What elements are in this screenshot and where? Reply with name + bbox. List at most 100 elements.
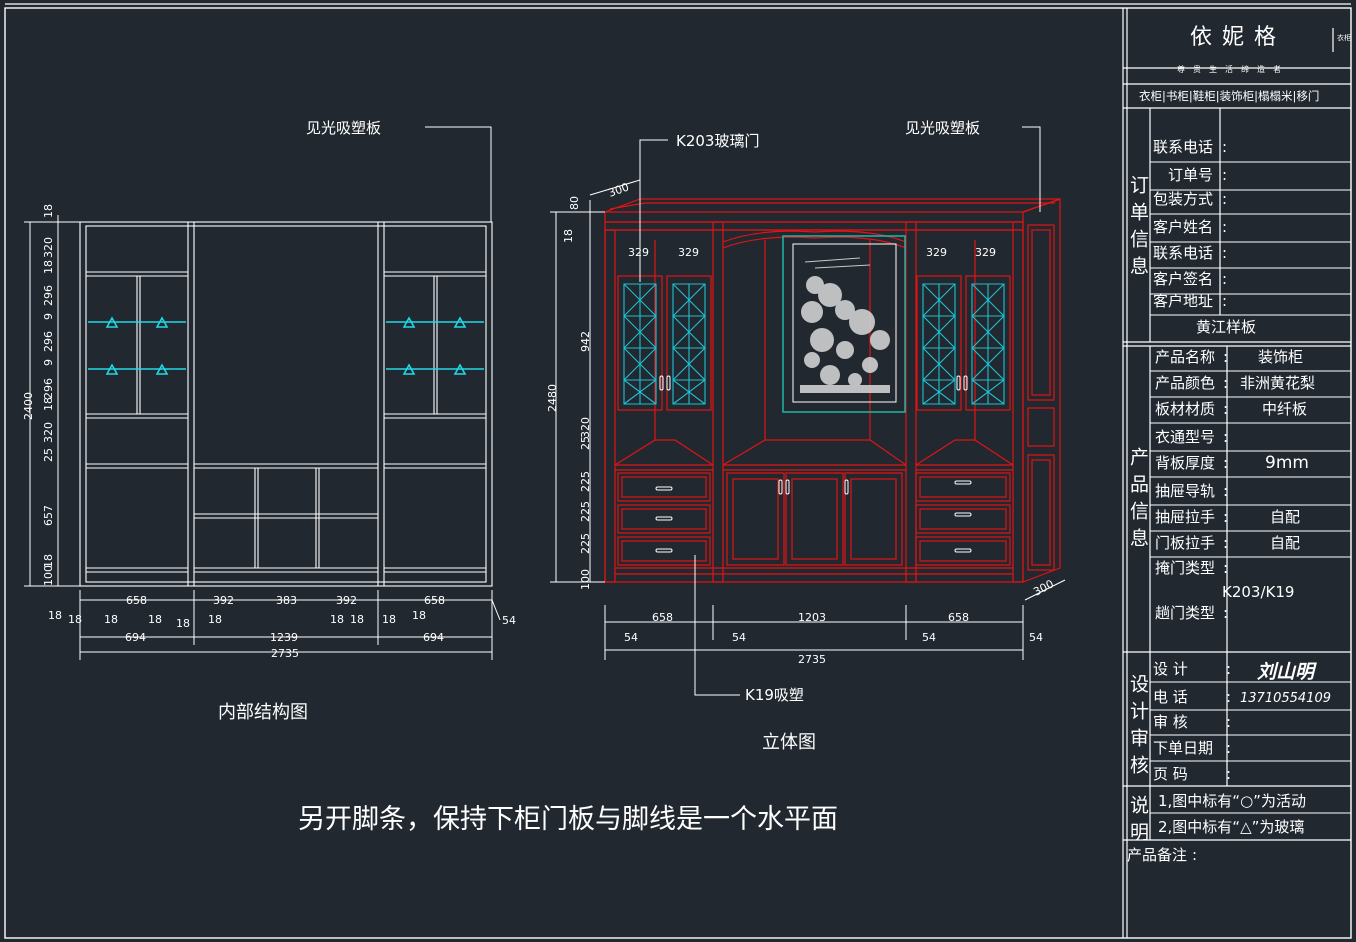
design-field-label: 设 计: [1153, 660, 1188, 678]
left-vdim-label: 100: [42, 565, 55, 586]
right-vdim-label: 100: [579, 569, 592, 590]
product-field-label: 抽屉导轨: [1155, 482, 1215, 500]
left-vdim-label: 657: [42, 505, 55, 526]
left-small-dim: 18: [104, 613, 118, 626]
brand-seal: 衣柜: [1337, 33, 1351, 42]
right-vdim-label: 225: [579, 471, 592, 492]
product-field-label: 衣通型号: [1155, 428, 1215, 446]
product-field-colon: :: [1223, 400, 1228, 418]
left-vdim-label: 18: [42, 204, 55, 218]
left-small-dim: 18: [208, 613, 222, 626]
left-small-dim: 18: [412, 609, 426, 622]
title-block-row-lines: [1150, 161, 1351, 814]
order-field-colon: :: [1222, 166, 1227, 184]
right-vdim-label: 25: [579, 436, 592, 450]
left-bottom-dim: 383: [276, 594, 297, 607]
left-vdim-label: 18: [42, 397, 55, 411]
product-field-label: 产品颜色: [1155, 374, 1215, 392]
order-field-label: 客户签名: [1153, 270, 1213, 288]
left-section-dim: 694: [125, 631, 146, 644]
design-field-colon: :: [1226, 660, 1231, 678]
left-end-dim: 54: [502, 614, 516, 627]
left-section-dim: 1239: [270, 631, 298, 644]
left-bottom-dim: 392: [336, 594, 357, 607]
product-field-label: 掩门类型: [1155, 559, 1215, 577]
k19-callout-label: K19吸塑: [745, 686, 804, 704]
product-field-colon: :: [1223, 374, 1228, 392]
glass-door-lattice: [623, 283, 1005, 405]
design-field-label: 电 话: [1153, 688, 1188, 706]
design-field-colon: :: [1226, 765, 1231, 783]
product-field-value: 自配: [1270, 534, 1300, 552]
order-field-label: 联系电话: [1153, 138, 1213, 156]
right-total-height: 2480: [546, 384, 559, 412]
left-small-dim: 18: [176, 617, 190, 630]
brand-slogan: 尊贵生活缔造者: [1177, 64, 1289, 74]
left-view-caption: 内部结构图: [218, 702, 308, 723]
remark-colon: :: [1192, 846, 1197, 864]
right-bottom-dim: 1203: [798, 611, 826, 624]
left-small-dim: 18: [68, 613, 82, 626]
internal-structure-view: [79, 221, 493, 587]
right-foot-dim: 54: [1029, 631, 1043, 644]
left-vdim-label: 296: [42, 331, 55, 352]
elevation-view: [604, 198, 1061, 583]
order-field-colon: :: [1222, 138, 1227, 156]
left-vdim-label: 9: [42, 359, 55, 366]
left-total-width: 2735: [271, 647, 299, 660]
order-field-colon: :: [1222, 218, 1227, 236]
left-total-height: 2400: [22, 392, 35, 420]
right-vdim-label: 225: [579, 533, 592, 554]
right-panel-callout-label: 见光吸塑板: [905, 119, 980, 137]
design-review-section-label: 设计审核: [1127, 674, 1149, 782]
order-address-value: 黄江样板: [1196, 318, 1256, 336]
left-vertical-dimension: [24, 215, 80, 587]
product-field-label: 产品名称: [1155, 348, 1215, 366]
right-top-dim: 80: [568, 196, 581, 210]
right-dimension-lines: [550, 179, 1066, 660]
order-field-label: 客户姓名: [1153, 218, 1213, 236]
design-field-colon: :: [1226, 688, 1231, 706]
product-field-value: 自配: [1270, 508, 1300, 526]
left-section-dim: 694: [423, 631, 444, 644]
product-field-colon: :: [1223, 454, 1228, 472]
product-field-colon: :: [1223, 604, 1228, 622]
product-field-value: 中纤板: [1262, 400, 1307, 418]
design-field-label: 页 码: [1153, 765, 1188, 783]
design-field-value: 13710554109: [1240, 691, 1331, 706]
right-shelf-dim: 329: [975, 246, 996, 259]
product-field-label: 板材材质: [1155, 400, 1215, 418]
sheet-border: [4, 7, 1352, 939]
horizontal-note: 另开脚条，保持下柜门板与脚线是一个水平面: [298, 804, 838, 835]
order-field-label: 联系电话: [1153, 244, 1213, 262]
product-field-colon: :: [1223, 348, 1228, 366]
left-vdim-label: 18: [42, 554, 55, 568]
order-field-label: 客户地址: [1153, 292, 1213, 310]
design-field-label: 审 核: [1153, 713, 1188, 731]
right-bottom-dim: 658: [948, 611, 969, 624]
right-callout-leaders: [639, 126, 1041, 696]
right-depth-bottom: 300: [1031, 577, 1056, 598]
right-shelf-dim: 329: [678, 246, 699, 259]
left-small-dim: 18: [382, 613, 396, 626]
right-top-dim: 18: [562, 229, 575, 243]
brand-name: 依妮格: [1190, 25, 1286, 50]
product-field-label: 趟门类型: [1155, 604, 1215, 622]
left-vdim-label: 9: [42, 313, 55, 320]
right-depth-top: 300: [607, 180, 631, 199]
product-field-value: 非洲黄花梨: [1240, 374, 1315, 392]
left-vdim-label: 320: [42, 422, 55, 443]
cabinet-handles: [655, 375, 972, 553]
order-field-colon: :: [1222, 244, 1227, 262]
glass-shelves: [88, 316, 484, 375]
product-field-colon: :: [1223, 482, 1228, 500]
order-field-colon: :: [1222, 292, 1227, 310]
product-field-colon: :: [1223, 534, 1228, 552]
product-field-label: 背板厚度: [1155, 454, 1215, 472]
designer-signature: 刘山明: [1257, 661, 1317, 683]
right-bottom-dim: 658: [652, 611, 673, 624]
left-vdim-label: 296: [42, 285, 55, 306]
